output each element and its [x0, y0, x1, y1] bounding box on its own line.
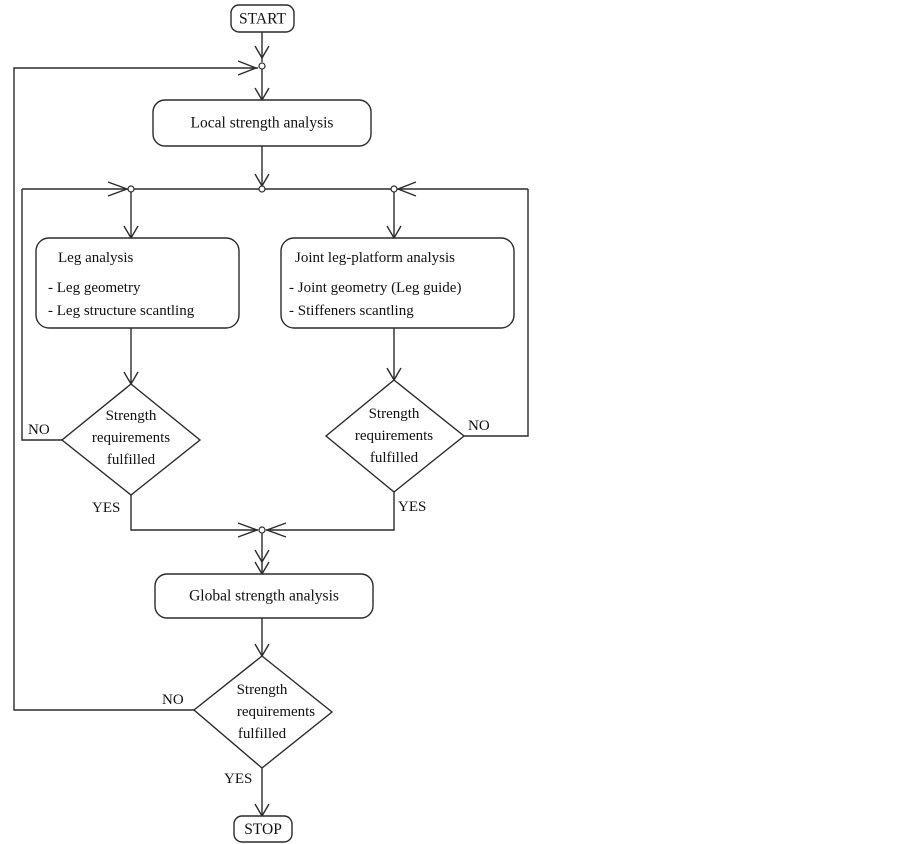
label-yes-bottom: YES [224, 771, 252, 787]
edge-left-yes [130, 495, 258, 531]
edge-right-yes [266, 492, 395, 531]
node-local-strength: Local strength analysis [152, 99, 372, 147]
local-strength-label: Local strength analysis [191, 115, 334, 132]
connectors [13, 32, 529, 816]
junction-split-center [258, 185, 266, 193]
node-joint-analysis: Joint leg-platform analysis - Joint geom… [280, 237, 515, 329]
joint-analysis-title: Joint leg-platform analysis [295, 250, 455, 266]
arrow-loop-into-top [237, 60, 258, 76]
arrow-into-merge-down [254, 549, 270, 564]
leg-analysis-title: Leg analysis [58, 250, 134, 266]
label-no-bottom: NO [162, 692, 184, 708]
decision-left: Strength requirements fulfilled [60, 383, 202, 496]
junctions [127, 62, 398, 534]
junction-top [258, 62, 266, 70]
edge-labels: NO YES NO YES NO YES [28, 418, 490, 787]
stop-label: STOP [244, 821, 282, 838]
arrow-right-yes-into-merge [264, 522, 287, 538]
decision-left-line: fulfilled [107, 452, 156, 468]
joint-analysis-item: - Stiffeners scantling [289, 303, 414, 319]
node-start: START [230, 4, 295, 33]
node-global-strength: Global strength analysis [154, 573, 374, 619]
decision-left-line: Strength [106, 408, 157, 424]
decision-left-line: requirements [92, 430, 170, 446]
edge-bottom-no-loop [13, 67, 258, 711]
label-no-left: NO [28, 422, 50, 438]
node-stop: STOP [233, 815, 293, 843]
decision-right: Strength requirements fulfilled [324, 379, 466, 493]
junction-yes-merge [258, 526, 266, 534]
edge-right-no-loop [464, 189, 529, 437]
node-leg-analysis: Leg analysis - Leg geometry - Leg struct… [35, 237, 240, 329]
decision-bottom-line: Strength [237, 682, 288, 698]
decision-right-line: Strength [369, 406, 420, 422]
decision-right-line: requirements [355, 428, 433, 444]
arrow-into-top-merge [254, 45, 270, 60]
junction-split-left [127, 185, 135, 193]
label-yes-left: YES [92, 500, 120, 516]
leg-analysis-item: - Leg structure scantling [48, 303, 195, 319]
joint-analysis-item: - Joint geometry (Leg guide) [289, 280, 461, 296]
edge-left-no-loop [21, 189, 62, 441]
start-label: START [239, 11, 286, 28]
decision-bottom: Strength requirements fulfilled [192, 655, 334, 769]
decision-bottom-line: fulfilled [238, 726, 287, 742]
global-strength-label: Global strength analysis [189, 588, 339, 605]
label-no-right: NO [468, 418, 490, 434]
junction-split-right [390, 185, 398, 193]
arrow-right-no-into-bus [396, 181, 417, 197]
decision-bottom-line: requirements [237, 704, 315, 720]
leg-analysis-item: - Leg geometry [48, 280, 141, 296]
label-yes-right: YES [398, 499, 426, 515]
arrow-left-no-into-bus [107, 181, 130, 197]
decision-right-line: fulfilled [370, 450, 419, 466]
arrow-left-yes-into-merge [237, 522, 260, 538]
